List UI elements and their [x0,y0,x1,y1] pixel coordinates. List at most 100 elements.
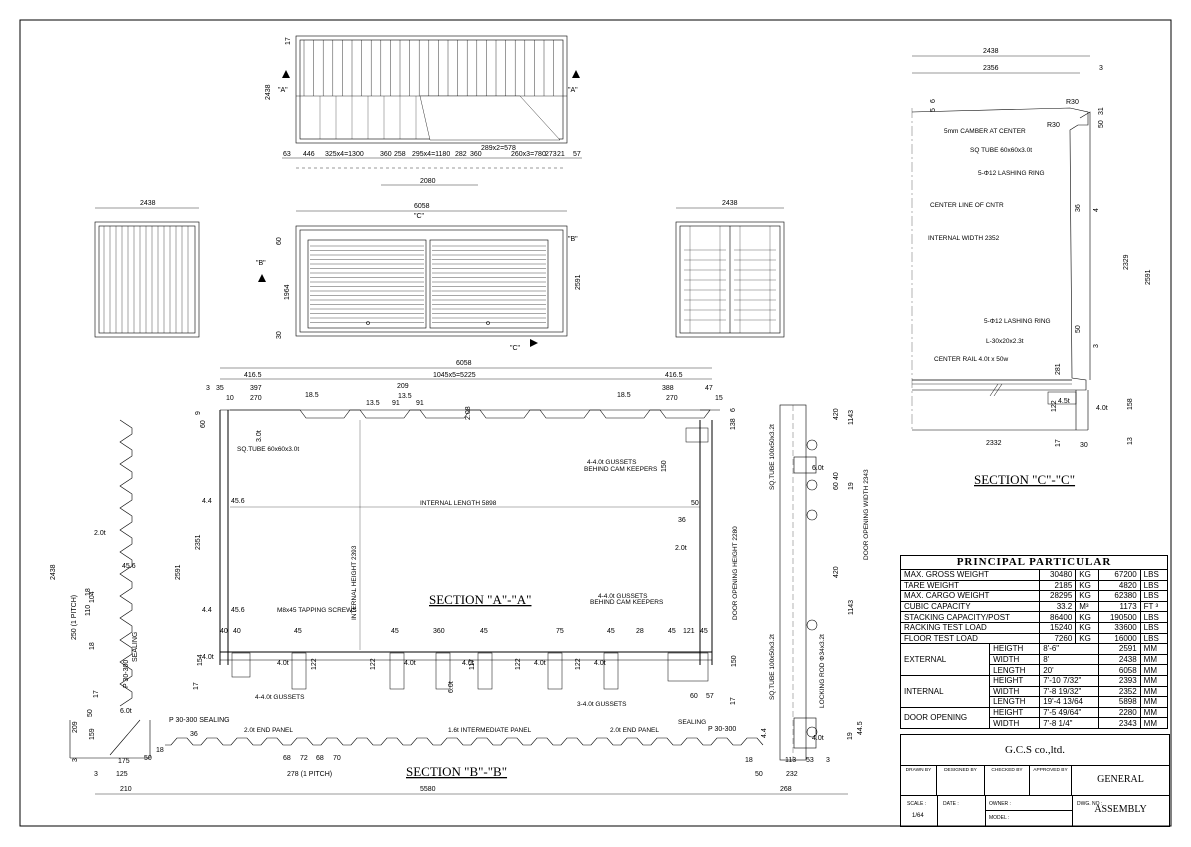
drawing-title: GENERAL ASSEMBLY [1094,774,1147,815]
section-cc-title: SECTION "C"-"C" [974,472,1075,487]
dimension-u: MM [1139,653,1169,666]
particular-u2: LBS [1139,579,1169,592]
dimension-mm: 2393 [1098,674,1141,687]
aa-d45-6a: 45.6 [231,498,245,505]
aa-right-416: 416.5 [665,372,683,379]
aa-b60: 60 [690,693,698,700]
bb-d17: 17 [93,690,100,698]
marker-b-left: "B" [256,260,266,267]
aa-internal-height: INTERNAL HEIGHT 2393 [351,545,358,620]
aa-overall: 6058 [456,360,472,367]
particular-u1: KG [1075,611,1100,623]
cc-r30b: R30 [1047,122,1060,129]
door-d19: 19 [848,482,855,490]
particular-label: TARE WEIGHT [899,579,1041,592]
bb-d175: 175 [118,758,130,765]
aa-gussets-4: 4-4.0t GUSSETS [255,694,305,701]
door-d1143b: 1143 [848,600,855,615]
particular-label: RACKING TEST LOAD [899,621,1041,634]
particular-u2: LBS [1139,590,1169,602]
aa-b154: 154 [197,654,204,666]
cc-h2591: 2591 [1145,269,1152,285]
section-cc [911,107,1091,431]
company-name: G.C.S co.,ltd. [901,735,1169,766]
bb-p68a: 68 [283,755,291,762]
aa-gussets-top: 4-4.0t GUSSETS [587,459,637,466]
door-d6-0t: 6.0t [812,465,824,472]
particular-v2: 1173 [1098,600,1141,613]
particular-u2: LBS [1139,611,1169,623]
particular-v1: 30480 [1039,569,1077,581]
bb-d50b: 50 [144,755,152,762]
section-aa-title: SECTION "A"-"A" [429,592,531,607]
dimension-u: MM [1139,685,1169,698]
aa-d13-5a: 13.5 [366,400,380,407]
cc-center-rail: CENTER RAIL 4.0t x 50w [934,356,1008,363]
dimension-u: MM [1139,717,1169,729]
dimension-mm: 2352 [1098,685,1141,698]
particular-v2: 190500 [1098,611,1141,623]
aa-d10: 10 [226,395,234,402]
dim-63: 63 [283,151,291,158]
cc-lashing-ring-bot: 5-Φ12 LASHING RING [984,318,1051,325]
aa-d4-4b: 4.4 [202,607,212,614]
cc-sq-tube: SQ TUBE 60x60x3.0t [970,147,1032,154]
sheet-border [19,19,1172,827]
section-bb-title: SECTION "B"-"B" [406,764,507,779]
cc-d5: 5 [930,108,937,112]
top-view [295,35,568,144]
particular-u2: FT ³ [1139,600,1169,613]
particular-u1: M³ [1075,600,1100,613]
particular-u2: LBS [1139,569,1169,581]
door-opening-width: DOOR OPENING WIDTH 2343 [863,469,870,560]
dwg-no-label: DWG. NO : [1077,801,1103,807]
bb-d50: 50 [87,709,94,717]
door-d4-0t: 4.0t [812,735,824,742]
aa-t4-0f: 4.0t [594,660,606,667]
dim-360b: 360 [470,151,482,158]
dimension-imp: 7'-10 7/32" [1039,674,1100,687]
bb-d2-0t: 2.0t [94,530,106,537]
owner-label: OWNER : [989,801,1011,807]
aa-t6-0: 6.0t [448,681,455,693]
cc-d4-5t: 4.5t [1058,398,1070,405]
particular-u1: KG [1075,569,1100,581]
bb-d159: 159 [89,728,96,740]
dimension-label: WIDTH [989,717,1041,729]
dim-21: 21 [557,151,565,158]
aa-b150: 150 [731,655,738,667]
bb-sealing-v: SEALING [132,632,139,662]
aa-d50: 50 [691,500,699,507]
aa-b122b: 122 [370,658,377,670]
cc-d13: 13 [1127,437,1134,445]
aa-left-416: 416.5 [244,372,262,379]
dimension-mm: 5898 [1098,696,1141,708]
particular-v2: 4820 [1098,579,1141,592]
aa-sq-tube-label: SQ.TUBE 60x60x3.0t [237,446,299,453]
dimension-group: INTERNAL [899,674,991,708]
aa-d270a: 270 [250,395,262,402]
bb-d3r: 3 [826,757,830,764]
aa-b17b: 17 [730,697,737,705]
cc-angle-label: L-30x20x2.3t [986,338,1024,345]
aa-b45e: 45 [668,628,676,635]
door-locking-rod: LOCKING ROD Φ34x3.2t [819,634,826,708]
aa-t4-0e: 4.0t [534,660,546,667]
dimension-u: MM [1139,696,1169,708]
bb-d44-5: 44.5 [857,721,864,735]
particular-v2: 16000 [1098,632,1141,645]
aa-b45a: 45 [294,628,302,635]
particular-v1: 2185 [1039,579,1077,592]
bb-d3b: 3 [94,771,98,778]
section-bb [69,404,818,761]
aa-cam-keepers-bot: BEHIND CAM KEEPERS [590,599,664,606]
aa-d3: 3 [206,385,210,392]
aa-door-opening-height: DOOR OPENING HEIGHT 2280 [732,526,739,620]
cc-d4: 4 [1093,208,1100,212]
aa-d18-5a: 18.5 [305,392,319,399]
particular-u2: LBS [1139,621,1169,634]
door-sq-bot: SQ.TUBE 100x50x3.2t [769,634,776,700]
